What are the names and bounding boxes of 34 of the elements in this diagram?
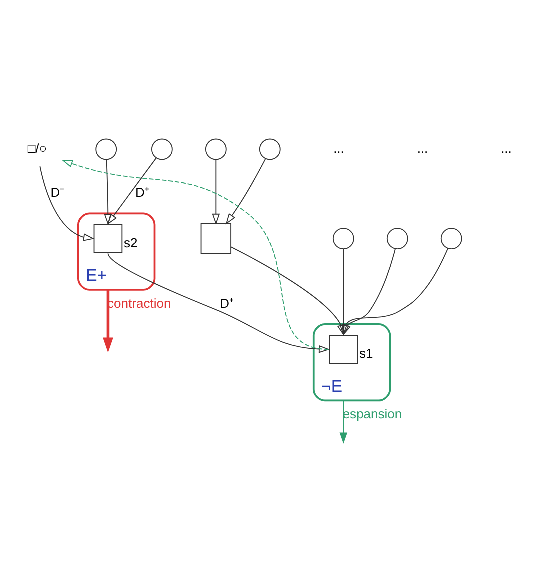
arrow xyxy=(104,158,112,225)
node-circle xyxy=(440,228,462,249)
arrow xyxy=(340,400,348,444)
arrow xyxy=(103,290,114,352)
node-circle xyxy=(152,138,173,160)
arrow xyxy=(62,160,330,350)
arrow xyxy=(108,252,330,353)
arrow xyxy=(40,166,95,241)
node-label: s1 xyxy=(359,346,374,361)
arrow xyxy=(340,248,348,336)
arrow xyxy=(226,158,266,224)
node-text: □/○ xyxy=(28,140,48,156)
arrow xyxy=(212,158,220,225)
arrow xyxy=(342,248,449,336)
label: ... xyxy=(501,140,512,156)
edge-label: espansion xyxy=(342,406,402,422)
node-box xyxy=(329,334,358,364)
arrow xyxy=(343,248,396,336)
node-label: s2 xyxy=(124,234,138,250)
node-box xyxy=(200,222,232,254)
node-circle xyxy=(205,138,227,160)
edge-label: D⁺ xyxy=(220,295,234,310)
node-circle xyxy=(96,138,118,160)
label: ... xyxy=(417,140,428,156)
node-circle xyxy=(332,228,354,249)
node-box xyxy=(94,224,123,253)
edge-label: contraction xyxy=(108,295,172,310)
arrow xyxy=(230,246,345,336)
edge-label: D⁻ xyxy=(50,184,64,200)
node-circle xyxy=(259,138,281,160)
edge-label: D⁺ xyxy=(135,184,149,200)
node-circle xyxy=(386,228,408,249)
label: ... xyxy=(334,140,344,156)
arrow xyxy=(107,157,157,225)
